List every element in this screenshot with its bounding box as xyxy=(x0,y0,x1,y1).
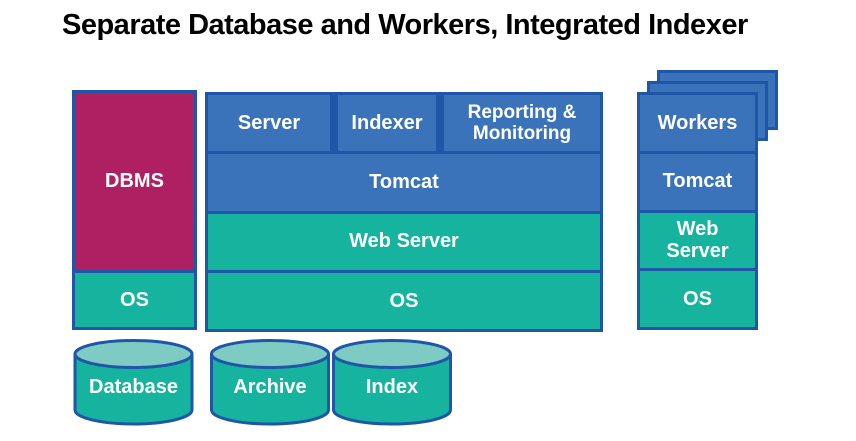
layer-label: OS xyxy=(120,288,149,311)
cylinder-label: Index xyxy=(365,376,419,398)
layer-web-server-middle: Web Server xyxy=(208,213,600,270)
cylinder-label: Archive xyxy=(233,376,307,398)
layer-os-left: OS xyxy=(75,273,194,327)
layer-server: Server xyxy=(208,95,330,152)
layer-label: Tomcat xyxy=(662,170,733,193)
workers-host-stack: Workers Tomcat Web Server OS xyxy=(637,92,758,330)
layer-label: Web Server xyxy=(349,230,459,253)
layer-label: Reporting & Monitoring xyxy=(467,101,577,145)
layer-reporting-monitoring: Reporting & Monitoring xyxy=(444,95,600,152)
layer-label: Workers xyxy=(657,111,738,134)
diagram-title: Separate Database and Workers, Integrate… xyxy=(62,9,748,41)
layer-label: DBMS xyxy=(105,170,164,193)
layer-label: Tomcat xyxy=(369,171,439,194)
layer-tomcat-right: Tomcat xyxy=(640,153,755,210)
cylinder-shape xyxy=(332,339,452,426)
layer-label: OS xyxy=(683,287,712,310)
layer-label: Web Server xyxy=(666,217,729,263)
index-cylinder: Index xyxy=(331,338,453,428)
database-cylinder: Database xyxy=(72,338,195,428)
layer-indexer: Indexer xyxy=(338,95,436,152)
layer-os-middle: OS xyxy=(208,272,600,329)
layer-tomcat-middle: Tomcat xyxy=(208,154,600,211)
layer-os-right: OS xyxy=(640,271,755,327)
layer-dbms: DBMS xyxy=(75,93,194,270)
cylinder-shape xyxy=(210,339,330,426)
layer-label: Indexer xyxy=(351,111,423,134)
layer-workers: Workers xyxy=(640,95,755,151)
layer-label: OS xyxy=(389,289,419,312)
app-top-row: Server Indexer Reporting & Monitoring xyxy=(208,95,600,152)
layer-web-server-right: Web Server xyxy=(640,212,755,269)
database-host-stack: DBMS OS xyxy=(72,90,197,330)
app-host-stack: Server Indexer Reporting & Monitoring To… xyxy=(205,92,603,332)
cylinder-shape xyxy=(73,339,194,426)
cylinder-label: Database xyxy=(89,376,178,398)
layer-label: Server xyxy=(237,111,301,134)
archive-cylinder: Archive xyxy=(209,338,331,428)
